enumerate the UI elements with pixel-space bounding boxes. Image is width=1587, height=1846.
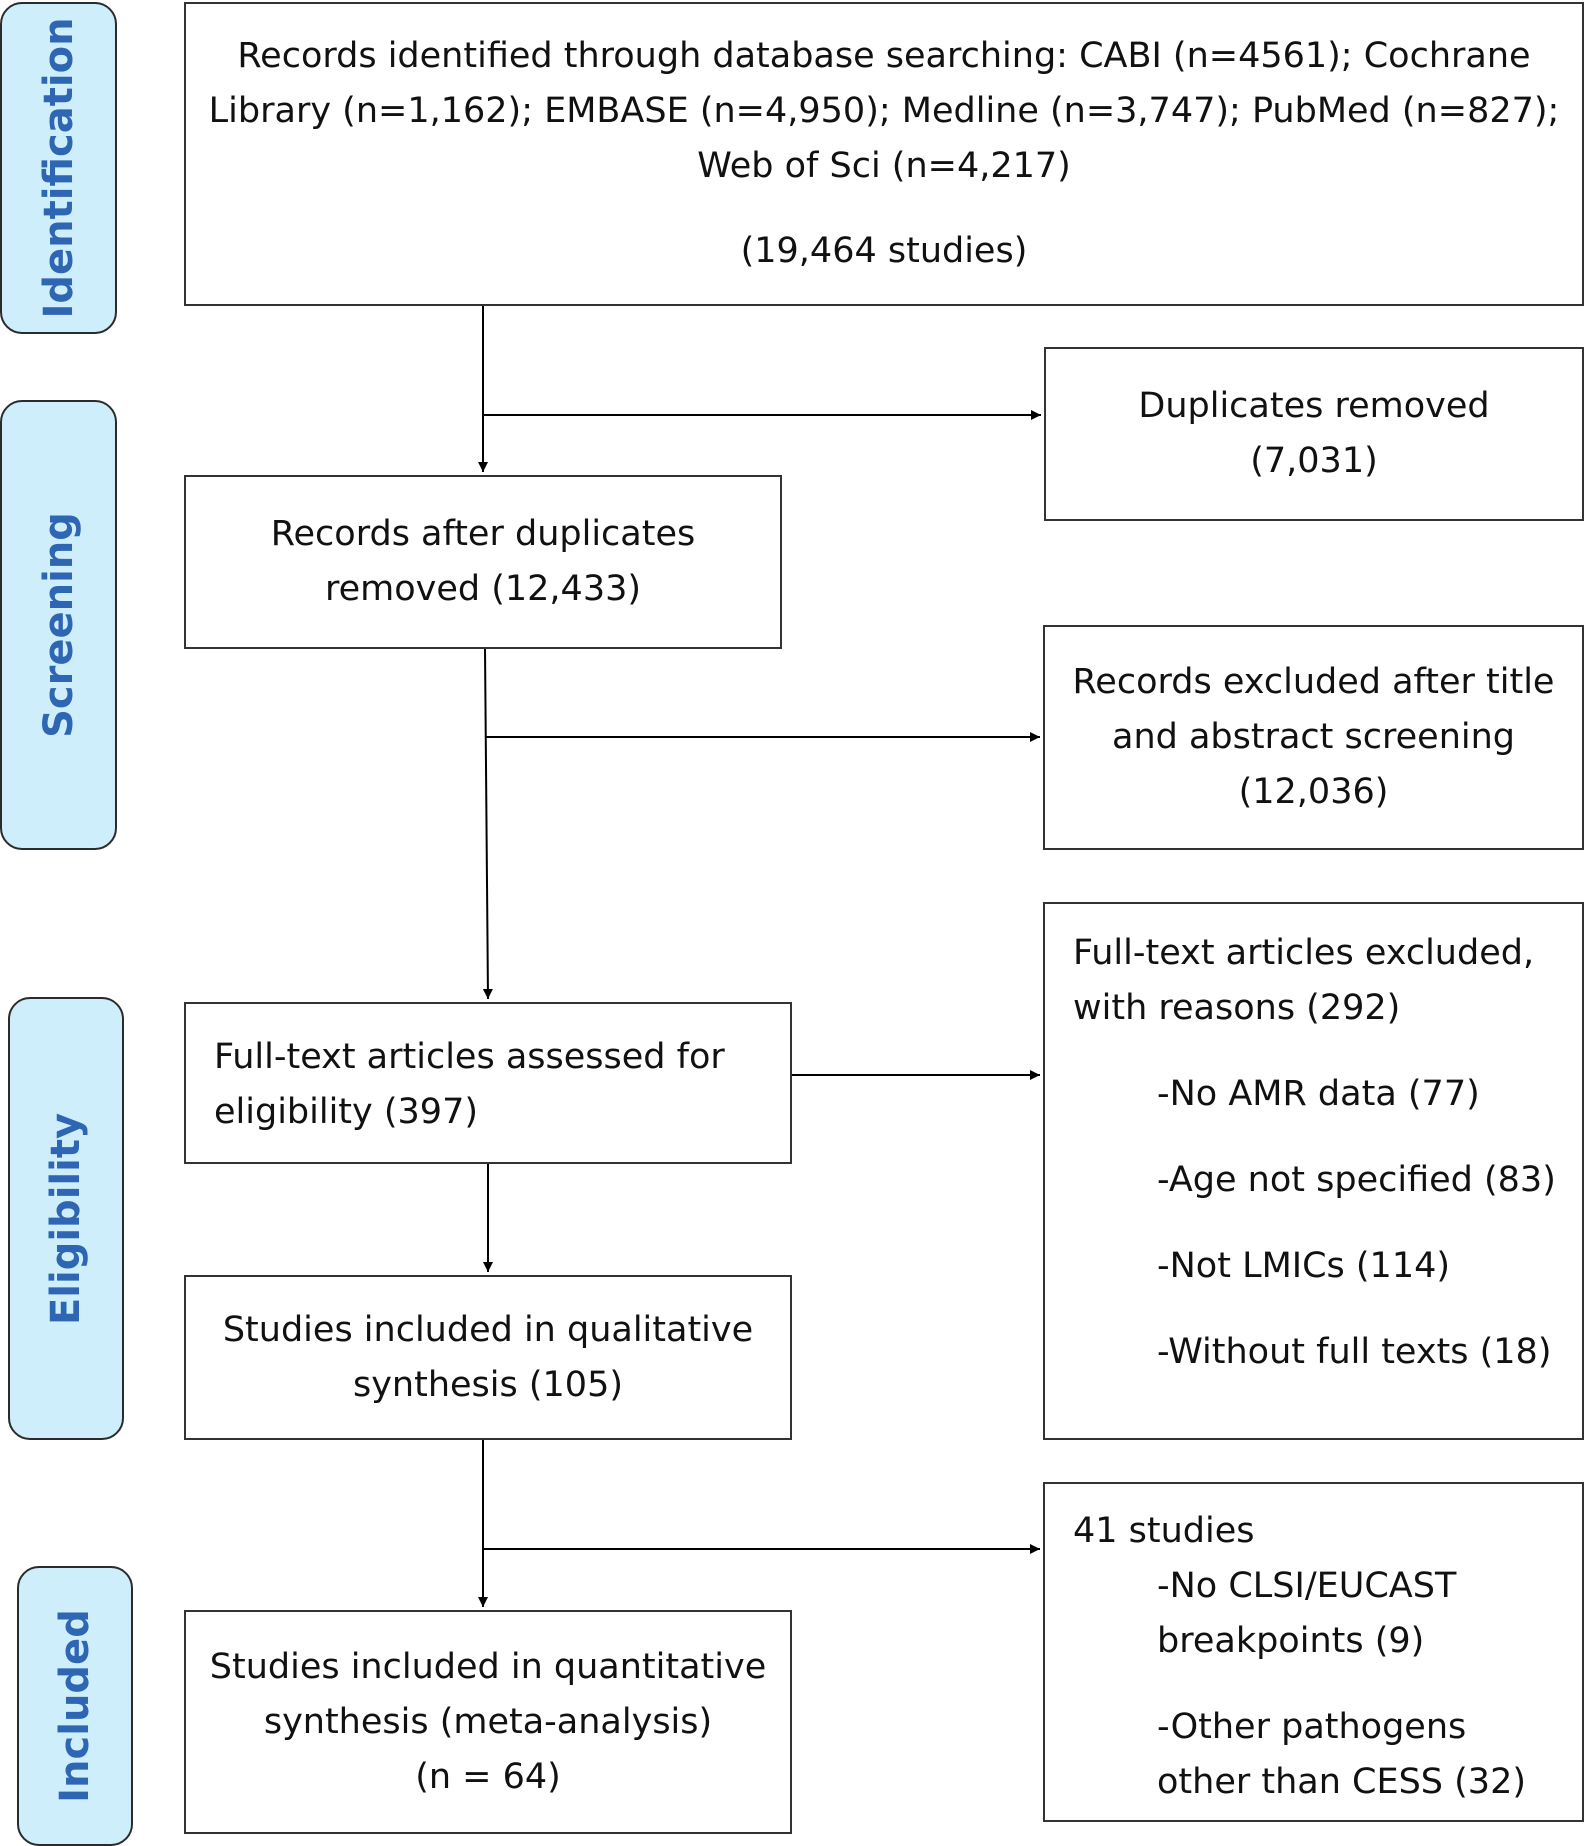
records-excluded-line-3: (12,036) xyxy=(1238,772,1389,812)
records-excluded-line-1: Records excluded after title xyxy=(1072,662,1555,702)
duplicates-removed-line-2: (7,031) xyxy=(1250,441,1378,481)
excluded-41-reason-2-line-2: other than CESS (32) xyxy=(1157,1762,1526,1802)
excluded-41-box: 41 studies -No CLSI/EUCAST breakpoints (… xyxy=(1043,1482,1584,1822)
fulltext-assessed-box: Full-text articles assessed for eligibil… xyxy=(184,1002,792,1164)
excluded-41-title: 41 studies xyxy=(1073,1511,1255,1551)
records-after-duplicates-line-2: removed (12,433) xyxy=(324,569,642,609)
quantitative-synthesis-line-1: Studies included in quantitative xyxy=(209,1646,767,1687)
exclusion-reason-full-texts: -Without full texts (18) xyxy=(1157,1332,1552,1372)
records-after-duplicates-line-1: Records after duplicates xyxy=(270,514,696,554)
records-identified-box: Records identified through database sear… xyxy=(184,2,1584,306)
phase-identification: Identification xyxy=(0,2,117,334)
records-excluded-title-abstract-box: Records excluded after title and abstrac… xyxy=(1043,625,1584,850)
excluded-41-reason-1-line-1: -No CLSI/EUCAST xyxy=(1157,1566,1457,1606)
records-identified-line-1: Records identified through database sear… xyxy=(237,36,1531,76)
excluded-41-reason-2-line-1: -Other pathogens xyxy=(1157,1707,1467,1747)
qualitative-synthesis-line-2: synthesis (105) xyxy=(352,1364,623,1405)
duplicates-removed-line-1: Duplicates removed xyxy=(1138,386,1490,426)
qualitative-synthesis-line-1: Studies included in qualitative xyxy=(222,1309,754,1350)
phase-included: Included xyxy=(17,1566,133,1846)
exclusion-reason-lmics: -Not LMICs (114) xyxy=(1157,1246,1451,1286)
phase-eligibility: Eligibility xyxy=(8,997,124,1440)
duplicates-removed-box: Duplicates removed (7,031) xyxy=(1044,347,1584,521)
excluded-41-reason-1-line-2: breakpoints (9) xyxy=(1157,1621,1425,1661)
records-excluded-line-2: and abstract screening xyxy=(1112,717,1515,757)
records-identified-total: (19,464 studies) xyxy=(740,231,1028,271)
quantitative-synthesis-box: Studies included in quantitative synthes… xyxy=(184,1610,792,1834)
exclusion-reason-age: -Age not specified (83) xyxy=(1157,1160,1556,1200)
arrow-after-duplicates-to-fulltext xyxy=(482,648,493,1000)
exclusion-reason-no-amr: -No AMR data (77) xyxy=(1157,1074,1480,1114)
quantitative-synthesis-line-2: synthesis (meta-analysis) xyxy=(263,1701,713,1742)
fulltext-assessed-line-1: Full-text articles assessed for xyxy=(214,1037,725,1077)
records-identified-line-3: Web of Sci (n=4,217) xyxy=(697,146,1071,186)
fulltext-excluded-line-1: Full-text articles excluded, xyxy=(1073,933,1535,973)
fulltext-assessed-line-2: eligibility (397) xyxy=(214,1092,478,1132)
fulltext-excluded-box: Full-text articles excluded, with reason… xyxy=(1043,902,1584,1440)
records-after-duplicates-box: Records after duplicates removed (12,433… xyxy=(184,475,782,649)
phase-screening: Screening xyxy=(0,400,117,850)
quantitative-synthesis-line-3: (n = 64) xyxy=(415,1756,561,1797)
fulltext-excluded-line-2: with reasons (292) xyxy=(1073,988,1401,1028)
records-identified-line-2: Library (n=1,162); EMBASE (n=4,950); Med… xyxy=(208,91,1560,131)
qualitative-synthesis-box: Studies included in qualitative synthesi… xyxy=(184,1275,792,1440)
